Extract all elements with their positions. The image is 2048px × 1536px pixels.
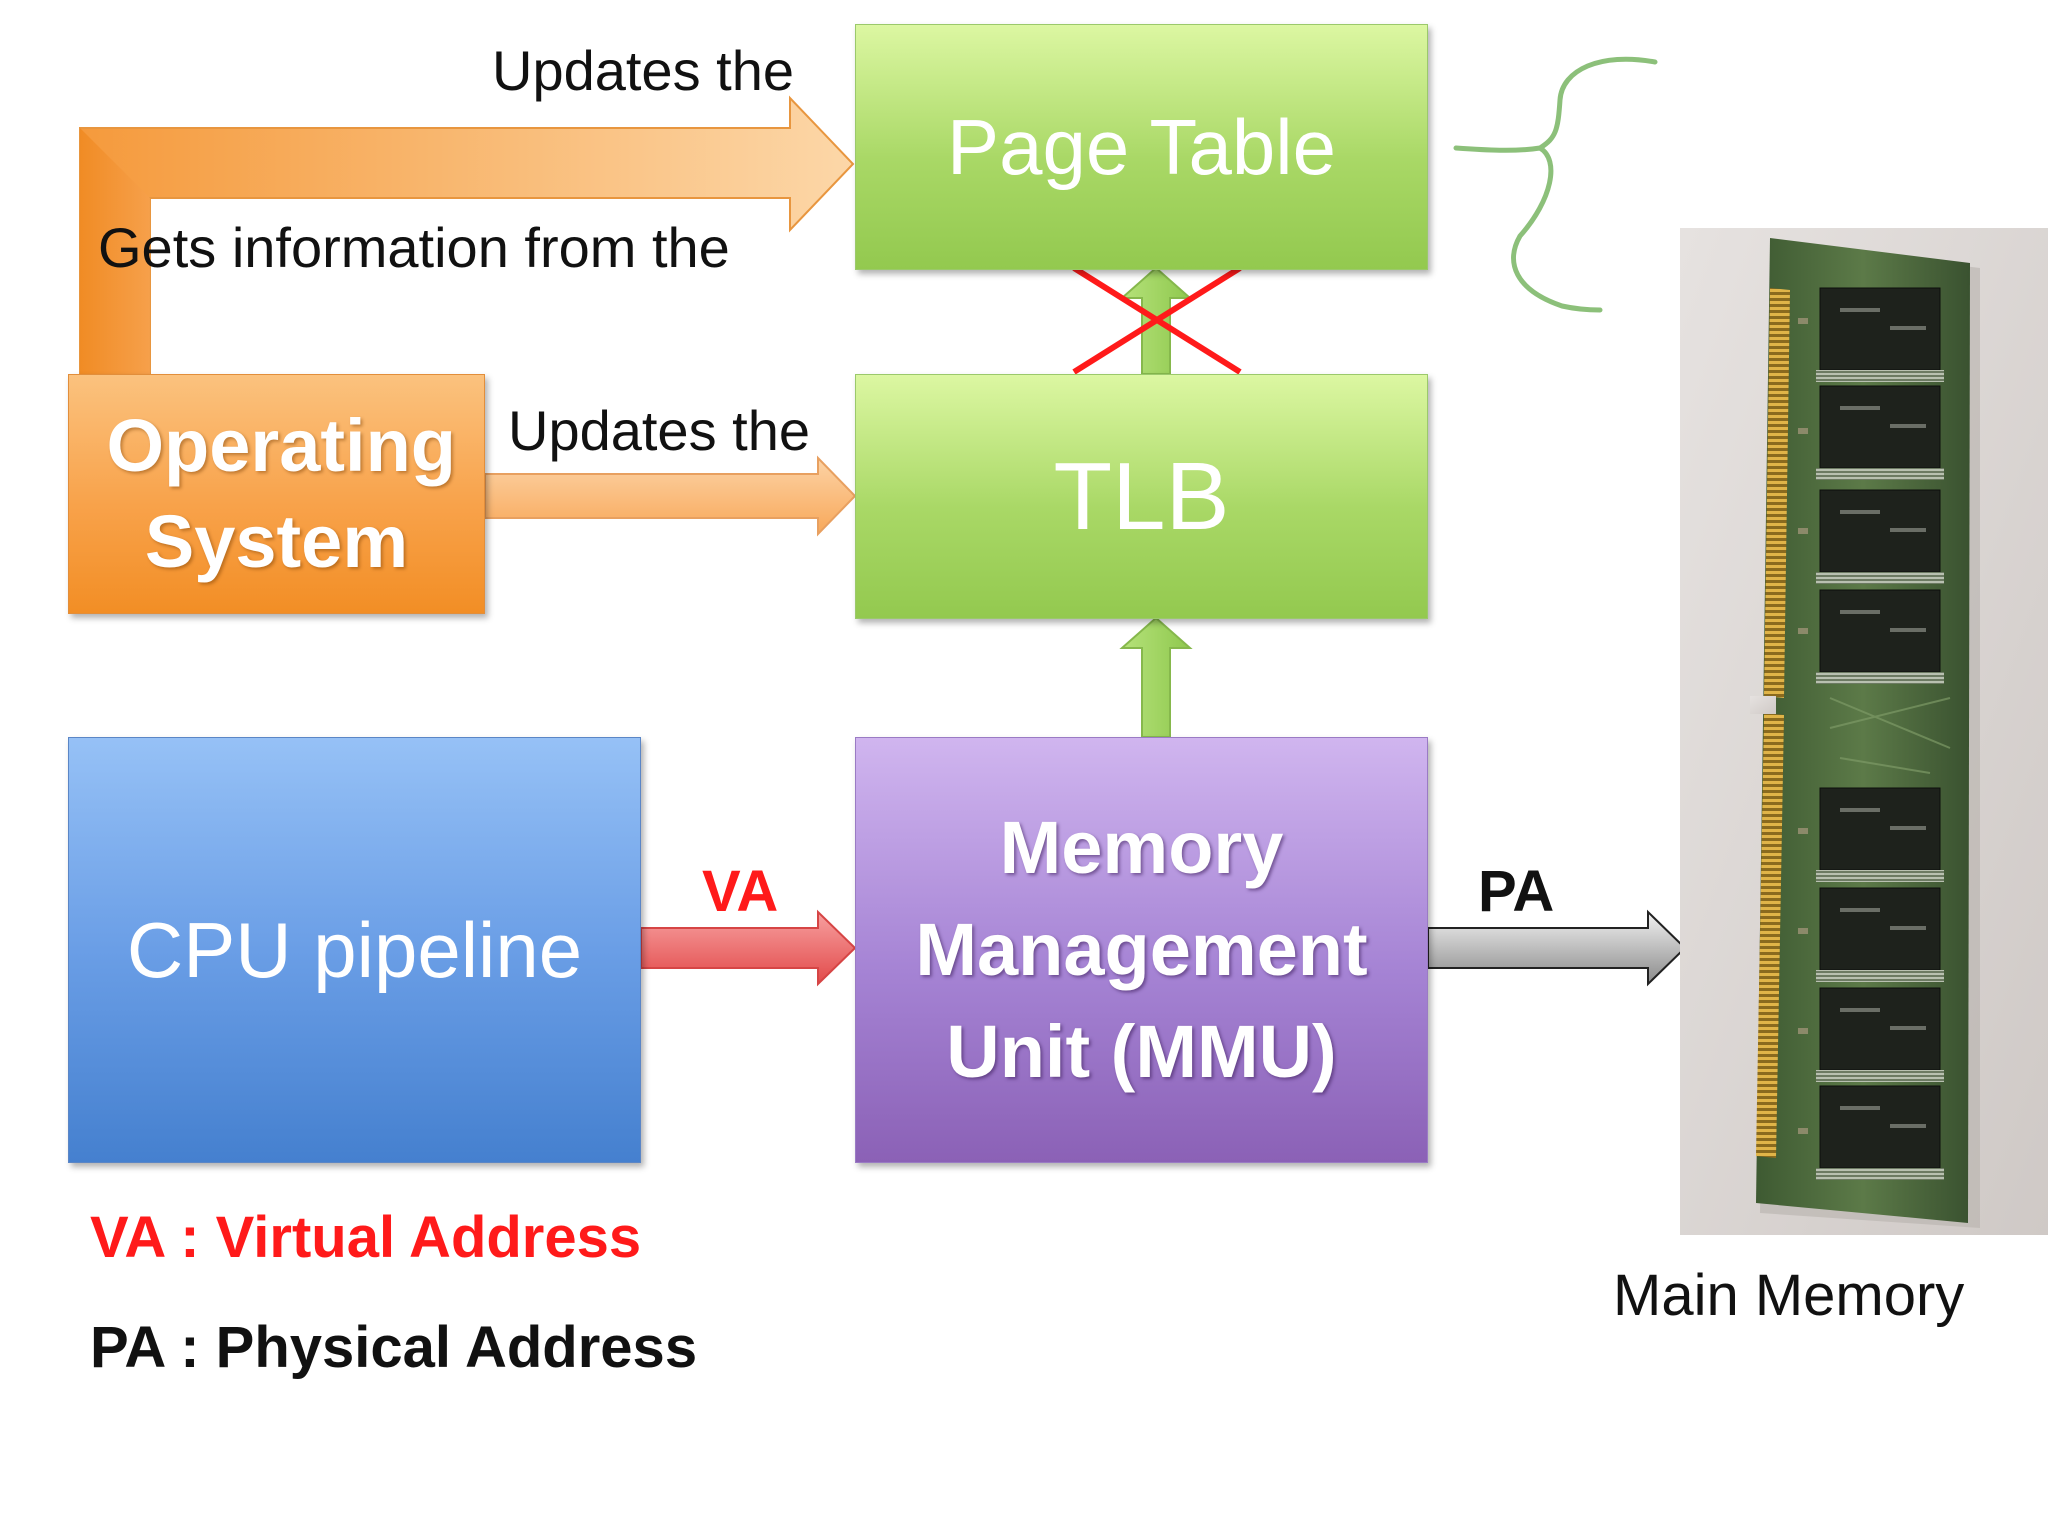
mmu-box: Memory Management Unit (MMU) [855,737,1428,1163]
cpu-pipeline-box: CPU pipeline [68,737,641,1163]
page-table-label: Page Table [947,102,1336,191]
va-arrow-label: VA [702,859,779,924]
tlb-box: TLB [855,374,1428,619]
legend-virtual-address: VA : Virtual Address [90,1205,642,1270]
mmu-label: Memory Management Unit (MMU) [915,805,1368,1094]
os-to-page-table-arrow-vertical [80,128,150,374]
operating-system-box: Operating System [68,374,485,614]
red-x-cross-icon [1072,265,1242,375]
ram-stick-photo [1680,228,2048,1235]
curly-brace-icon [1453,56,1658,313]
gets-information-label: Gets information from the [98,216,730,279]
cpu-pipeline-label: CPU pipeline [126,905,583,994]
updates-tlb-label: Updates the [508,399,810,462]
legend-physical-address: PA : Physical Address [90,1315,698,1380]
main-memory-label: Main Memory [1613,1263,1965,1328]
operating-system-label: Operating System [106,403,456,583]
os-to-tlb-arrow [484,455,857,537]
page-table-box: Page Table [855,24,1428,270]
va-arrow [640,909,857,987]
pa-arrow-label: PA [1478,859,1555,924]
mmu-to-tlb-arrow [1119,616,1193,738]
updates-page-table-label: Updates the [492,39,794,102]
tlb-label: TLB [1053,442,1230,550]
pa-arrow [1427,909,1687,987]
